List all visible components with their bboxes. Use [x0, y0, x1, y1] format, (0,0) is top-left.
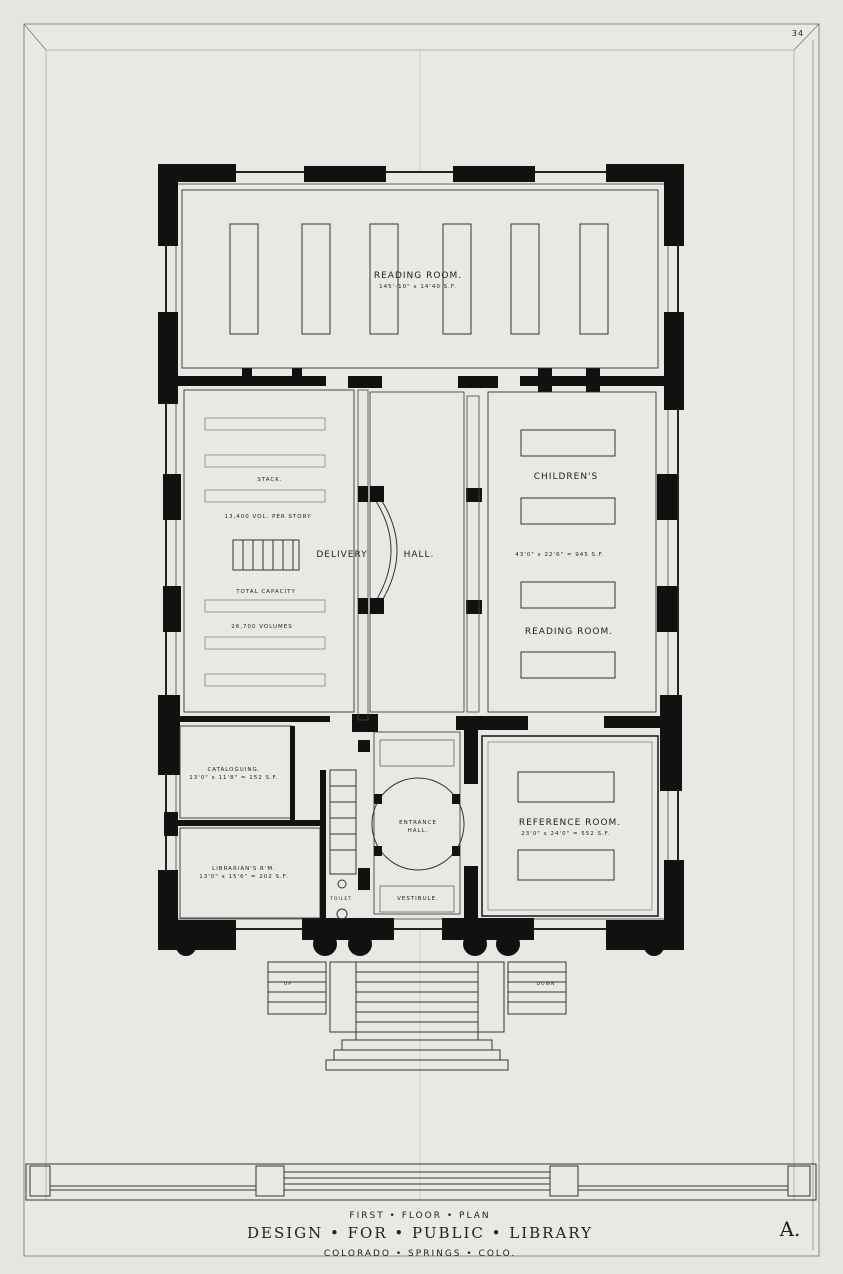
reference-room [481, 735, 659, 917]
label-childrens-reading-room: READING ROOM. [525, 627, 613, 637]
sheet-number: 34 [792, 29, 804, 38]
title-design-for-public-library: DESIGN • FOR • PUBLIC • LIBRARY [247, 1224, 593, 1242]
label-toilet: TOILET. [329, 896, 354, 902]
label-librarians-size: 13'0" x 15'6" = 202 S.F. [199, 874, 288, 880]
stack-stair [232, 539, 300, 571]
label-total-volumes: 26,700 VOLUMES [231, 624, 293, 630]
reference-tables [517, 771, 615, 881]
reading-room-wall [178, 368, 666, 392]
title-first-floor-plan: FIRST • FLOOR • PLAN [349, 1211, 490, 1221]
corner-piers [158, 164, 684, 950]
childrens-reading-room [487, 391, 657, 713]
label-reading-room-size: 145'-10" x 14'40 S.F. [379, 284, 457, 290]
front-steps [267, 961, 567, 1071]
childrens-tables [520, 429, 616, 679]
label-reference: REFERENCE ROOM. [519, 818, 621, 828]
label-librarians: LIBRARIAN'S R'M. [212, 866, 276, 872]
label-vestibule: VESTIBULE. [397, 896, 439, 902]
stack-shelves [204, 417, 326, 687]
label-delivery: DELIVERY [316, 550, 367, 560]
column-bases [176, 932, 664, 956]
label-childrens: CHILDREN'S [534, 472, 599, 482]
label-reading-room: READING ROOM. [374, 271, 462, 281]
sheet-letter: A. [779, 1217, 801, 1241]
label-cataloguing: CATALOGUING. [207, 767, 260, 773]
label-stack-volumes: 13,400 VOL. PER STORY [225, 514, 312, 520]
base-railing [25, 1163, 817, 1201]
building-outline [165, 171, 679, 930]
entrance-hall [373, 731, 461, 915]
label-hall: HALL. [404, 550, 435, 560]
label-entrance-hall: HALL. [408, 828, 429, 834]
title-colorado-springs: COLORADO • SPRINGS • COLO. [324, 1249, 516, 1259]
delivery-hall [369, 391, 465, 713]
label-cataloguing-size: 13'0" x 11'8" = 152 S.F. [189, 775, 278, 781]
reading-room [181, 189, 659, 369]
label-entrance: ENTRANCE [399, 820, 437, 826]
label-stair-up: UP [284, 981, 292, 987]
reading-tables [229, 223, 609, 335]
stack-room [183, 389, 355, 713]
label-stair-down: DOWN [537, 981, 556, 987]
label-total-capacity: TOTAL CAPACITY [235, 589, 296, 595]
service-stair [329, 769, 357, 875]
label-reference-size: 23'0" x 24'0" = 552 S.F. [521, 831, 610, 837]
entrance-rotunda [371, 777, 465, 871]
label-childrens-size: 43'0" x 22'6" = 945 S.F. [515, 552, 604, 558]
label-stack: STACK. [257, 477, 282, 483]
